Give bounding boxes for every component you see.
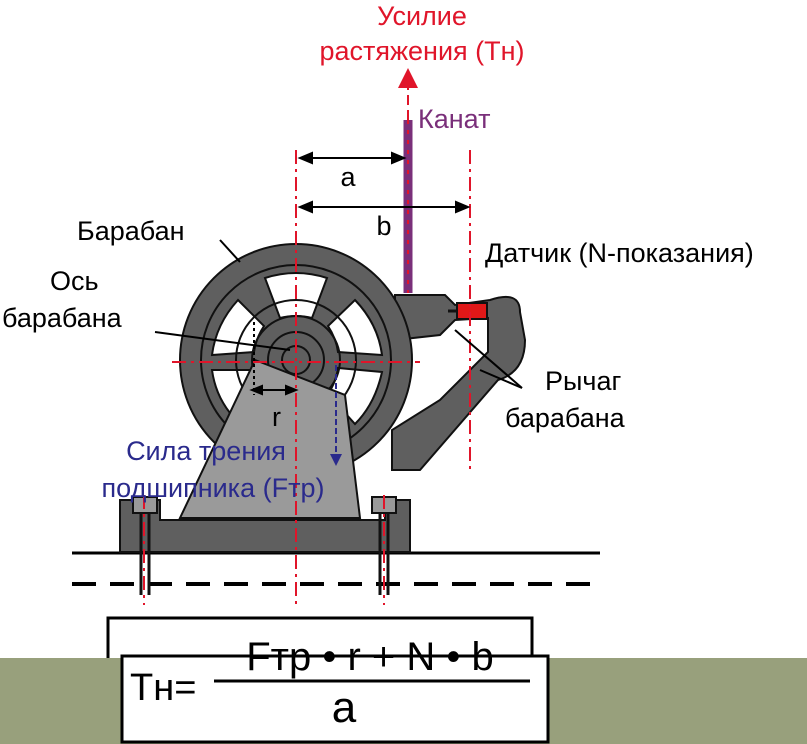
formula-lhs: Тн= bbox=[130, 667, 196, 709]
drum-leader bbox=[219, 239, 241, 263]
radius-label: r bbox=[272, 402, 281, 432]
drum-label: Барабан bbox=[77, 216, 185, 246]
drum-axis-label-line2: барабана bbox=[2, 303, 123, 333]
drum-lever bbox=[391, 294, 527, 471]
friction-label-line2: подшипника (Fтр) bbox=[102, 473, 325, 503]
tension-title-line1: Усилие bbox=[377, 1, 467, 31]
friction-label-line1: Сила трения bbox=[126, 436, 286, 466]
formula-denominator: a bbox=[332, 683, 357, 732]
friction-vector bbox=[330, 365, 342, 466]
drum-stand bbox=[178, 358, 362, 519]
lever-leader-1 bbox=[454, 329, 523, 389]
radius-arrow bbox=[249, 322, 299, 396]
formula-numerator: Fтр • r + N • b bbox=[246, 635, 494, 679]
lever-leader-2 bbox=[479, 369, 523, 389]
dim-b-label: b bbox=[376, 211, 391, 241]
dim-a-label: a bbox=[340, 162, 356, 192]
lever-label-line2: барабана bbox=[505, 403, 626, 433]
formula-box-lower bbox=[120, 654, 550, 744]
drum-axis-leader bbox=[154, 331, 291, 351]
dimension-a bbox=[297, 151, 407, 165]
sensor-label: Датчик (N-показания) bbox=[485, 238, 754, 268]
dimension-b bbox=[297, 200, 471, 214]
sensor-body bbox=[456, 302, 488, 320]
lever-label-line1: Рычаг bbox=[545, 366, 621, 396]
center-lines bbox=[143, 150, 471, 605]
rope-label: Канат bbox=[418, 104, 490, 134]
drum-axis-label-line1: Ось bbox=[50, 266, 99, 296]
tension-title-line2: растяжения (Тн) bbox=[319, 36, 524, 66]
